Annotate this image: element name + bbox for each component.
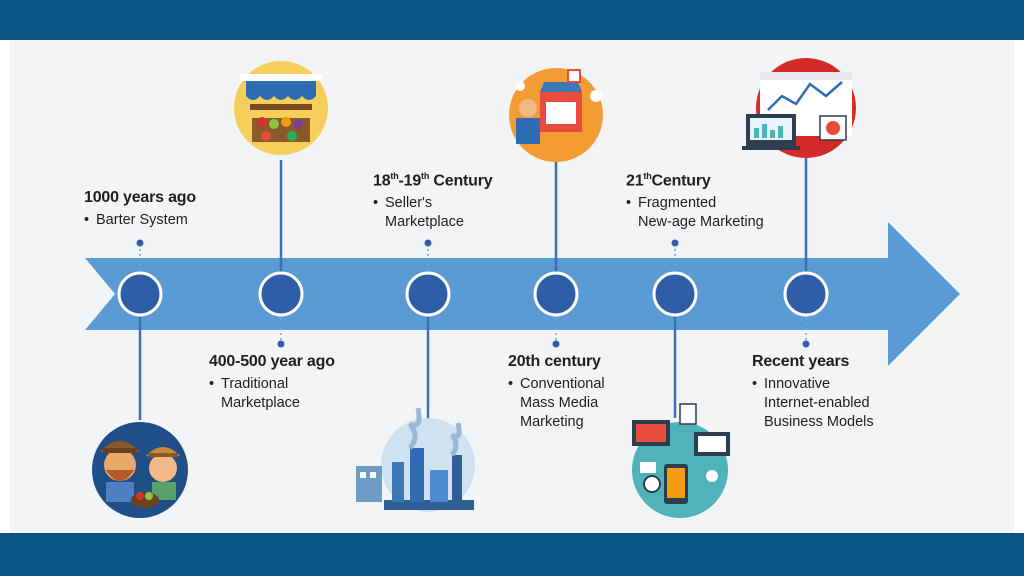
farmers-icon — [92, 422, 188, 518]
event-1000-years-ago: 1000 years ago •Barter System — [84, 189, 196, 230]
event-heading: 400-500 year ago — [209, 353, 335, 371]
shop-seller-icon — [509, 68, 603, 162]
label-dot — [803, 341, 810, 348]
timeline-arrow — [85, 222, 960, 366]
digital-devices-icon — [632, 404, 730, 518]
label-dot — [672, 240, 679, 247]
timeline-node — [407, 273, 449, 315]
event-18th-19th-century: 18th-19th Century •Seller's Marketplace — [373, 171, 492, 232]
event-recent-years: Recent years •Innovative Internet-enable… — [752, 353, 874, 432]
event-desc-line: Fragmented — [638, 195, 716, 211]
label-dot — [553, 341, 560, 348]
event-desc-line: Conventional — [520, 376, 605, 392]
event-20th-century: 20th century •Conventional Mass Media Ma… — [508, 353, 605, 432]
event-desc-line: Marketplace — [209, 394, 335, 413]
event-heading: 20th century — [508, 353, 605, 371]
event-heading: Recent years — [752, 353, 874, 371]
event-heading: 1000 years ago — [84, 189, 196, 207]
event-desc-line: Innovative — [764, 376, 830, 392]
event-heading: 18th-19th Century — [373, 171, 492, 190]
timeline-node — [260, 273, 302, 315]
factory-icon — [356, 408, 475, 512]
event-desc-line: Seller's — [385, 195, 432, 211]
event-desc-line: Marketing — [508, 413, 605, 432]
label-dot — [425, 240, 432, 247]
timeline-node — [119, 273, 161, 315]
timeline-node — [785, 273, 827, 315]
event-desc-line: Internet-enabled — [752, 394, 874, 413]
market-stall-icon — [234, 61, 328, 155]
timeline-node — [654, 273, 696, 315]
event-desc-line: Marketplace — [373, 213, 492, 232]
event-desc-line: Barter System — [96, 212, 188, 228]
event-desc-line: Business Models — [752, 413, 874, 432]
event-heading: 21thCentury — [626, 171, 764, 190]
event-desc-line: New-age Marketing — [626, 213, 764, 232]
event-desc-line: Mass Media — [508, 394, 605, 413]
timeline-node — [535, 273, 577, 315]
event-400-500-year-ago: 400-500 year ago •Traditional Marketplac… — [209, 353, 335, 413]
event-desc-line: Traditional — [221, 376, 288, 392]
label-dot — [278, 341, 285, 348]
analytics-dashboard-icon — [742, 58, 856, 158]
event-21st-century: 21thCentury •Fragmented New-age Marketin… — [626, 171, 764, 232]
label-dot — [137, 240, 144, 247]
